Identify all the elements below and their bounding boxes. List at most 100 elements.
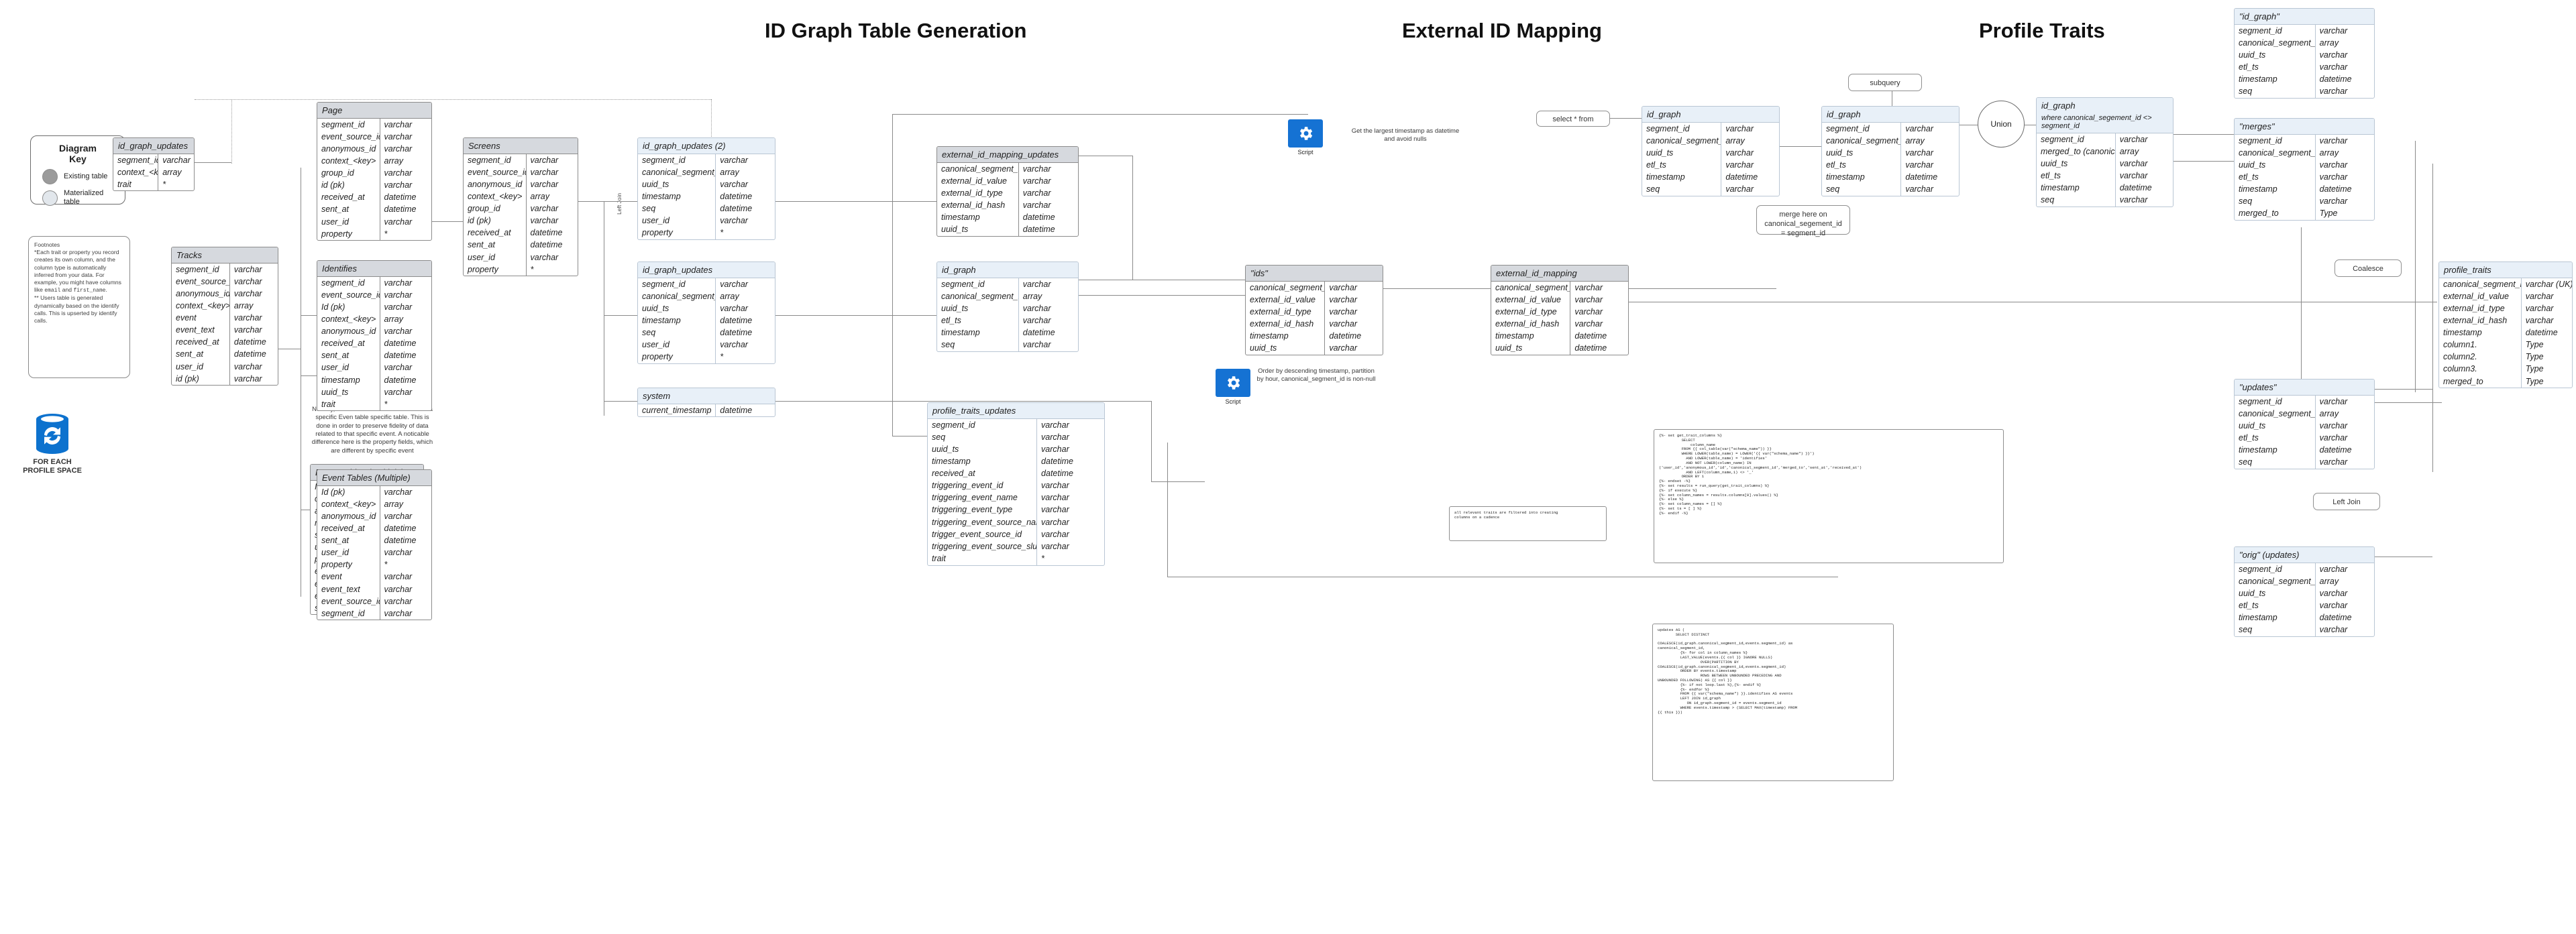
column-type: varchar — [1022, 200, 1051, 210]
column-name: canonical_segment_id — [638, 166, 716, 179]
column-type: varchar — [2319, 86, 2348, 97]
connector — [1132, 156, 1133, 280]
diagram-key: Diagram Key Existing table Materialized … — [30, 135, 125, 206]
column-name: column1. — [2439, 339, 2522, 351]
script-node-1[interactable]: Script — [1288, 119, 1323, 156]
column-name: id (pk) — [317, 179, 380, 192]
column-type: array — [2319, 408, 2339, 418]
column-name: column2. — [2439, 351, 2522, 363]
column-name: segment_id — [928, 419, 1038, 432]
column-type: varchar — [384, 487, 413, 497]
connector — [2174, 161, 2234, 162]
connector — [775, 201, 936, 202]
column-type: varchar — [384, 327, 413, 336]
column-name: seq — [2235, 195, 2316, 208]
existing-table-swatch-icon — [42, 169, 58, 185]
column-name: etl_ts — [2235, 599, 2316, 612]
column-type: varchar — [2319, 25, 2348, 36]
column-name: seq — [2235, 456, 2316, 469]
column-type: array — [233, 300, 254, 310]
column-name: uuid_ts — [2235, 420, 2316, 432]
connector — [775, 401, 1151, 402]
column-name: timestamp — [1822, 171, 1902, 184]
column-name: timestamp — [2037, 182, 2116, 194]
table-row: id (pk)varchar — [464, 215, 578, 227]
column-type: varchar — [233, 361, 262, 371]
column-name: current_timestamp — [638, 404, 716, 417]
column-name: event_source_id — [317, 289, 380, 302]
column-name: trigger_event_source_id — [928, 528, 1038, 541]
profile-space-db-icon-group: FOR EACH PROFILE SPACE — [12, 412, 93, 475]
column-name: property — [464, 264, 527, 276]
column-name: canonical_segment_id — [937, 290, 1019, 303]
table-row: context_<key>array — [113, 166, 194, 179]
column-type: varchar — [2319, 396, 2348, 406]
column-type: varchar — [530, 204, 559, 213]
column-name: seq — [1642, 183, 1722, 196]
column-name: sent_at — [317, 203, 380, 216]
column-name: timestamp — [1491, 330, 1571, 343]
table-row: trait* — [317, 398, 431, 411]
column-name: uuid_ts — [2037, 158, 2116, 170]
script-node-2[interactable]: Script — [1216, 369, 1250, 405]
column-name: external_id_hash — [1246, 318, 1326, 331]
column-type: datetime — [233, 337, 266, 347]
entity-table-tracks[interactable]: Trackssegment_idvarcharevent_source_idva… — [171, 247, 278, 386]
column-type: datetime — [2319, 184, 2352, 194]
column-name: sent_at — [172, 348, 230, 361]
column-name: context_<key> — [317, 155, 380, 168]
column-name: timestamp — [2235, 73, 2316, 86]
column-type: varchar — [1574, 318, 1603, 329]
connector — [892, 114, 893, 436]
column-name: sent_at — [464, 239, 527, 251]
column-name: canonical_segment_id — [2235, 147, 2316, 160]
column-name: uuid_ts — [317, 386, 380, 399]
column-type: varchar — [384, 131, 413, 141]
connector — [1383, 288, 1491, 289]
gear-icon — [1216, 369, 1250, 397]
column-name: received_at — [928, 467, 1038, 480]
